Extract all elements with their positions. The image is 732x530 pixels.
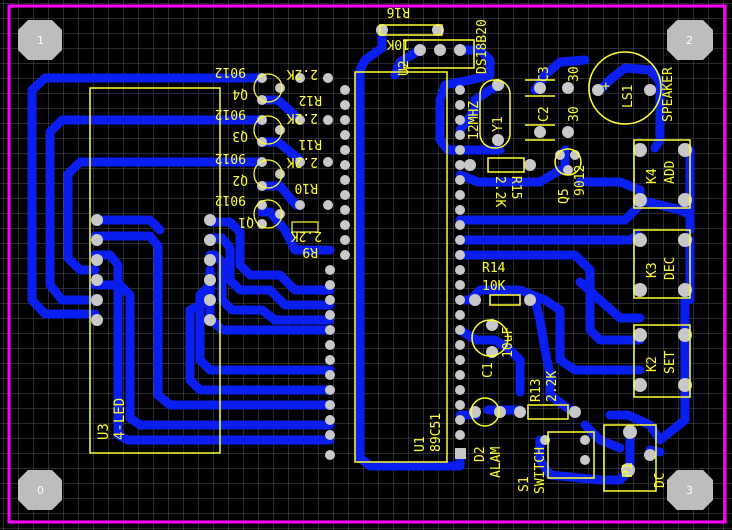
k3-value: DEC — [663, 257, 678, 280]
p1-ref: P1 — [621, 462, 636, 478]
mount-hole-label-1: 1 — [37, 34, 44, 47]
component-outlines — [379, 24, 691, 492]
q3-ref: Q3 — [232, 128, 248, 143]
s1-ref: S1 — [517, 476, 532, 492]
r15-ref: R15 — [508, 176, 523, 199]
ls1-ref: LS1 — [621, 85, 636, 108]
r16-ref: R16 — [387, 4, 410, 19]
q1-ref: Q1 — [238, 214, 254, 229]
c1-value: 10uF — [501, 327, 516, 358]
d2-value: ALAM — [489, 447, 504, 478]
y1-value: 12MHZ — [467, 101, 482, 140]
r14-ref: R14 — [482, 261, 506, 276]
ls1-plus: + — [602, 79, 610, 94]
r9-ref: R9 — [302, 244, 318, 259]
u1-ref: U1 — [413, 436, 428, 452]
silkscreen-labels: U3 4-LED U1 89C51 U2 DS18B20 R16 10K Y1 … — [96, 4, 678, 494]
transistor-outlines — [253, 73, 319, 233]
u2-value: DS18B20 — [475, 19, 490, 74]
copper-traces — [27, 28, 695, 485]
mount-hole-1 — [18, 20, 62, 60]
d2-ref: D2 — [473, 446, 488, 462]
r13-value: 2.2K — [545, 371, 560, 402]
u3-pads — [91, 214, 216, 326]
q3-value: 9012 — [215, 106, 246, 121]
q2-ref: Q2 — [232, 172, 248, 187]
k2-ref: K2 — [645, 356, 660, 372]
mount-hole-0 — [18, 470, 62, 510]
y1-ref: Y1 — [491, 116, 506, 132]
mount-hole-label-3: 3 — [686, 484, 693, 497]
u3-ref: U3 — [96, 423, 112, 440]
s1-value: SWITCH — [533, 447, 548, 494]
c3-ref: C3 — [537, 66, 552, 82]
k4-ref: K4 — [645, 168, 660, 184]
r11-ref: R11 — [299, 136, 322, 151]
u1-outline — [354, 71, 448, 463]
r10-ref: R10 — [295, 180, 318, 195]
q2-value: 9012 — [215, 150, 246, 165]
u1-value: 89C51 — [429, 413, 444, 452]
c2-value: 30 — [567, 106, 582, 122]
k2-value: SET — [663, 350, 678, 374]
p1-value: DC — [653, 472, 668, 488]
r14-value: 10K — [482, 279, 506, 294]
mount-hole-label-2: 2 — [686, 34, 693, 47]
u1-pads — [325, 85, 466, 460]
r12-ref: R12 — [299, 92, 322, 107]
r13-ref: R13 — [529, 379, 544, 402]
q5-value: 9012 — [573, 165, 588, 196]
q1-value: 9012 — [215, 192, 246, 207]
mount-holes: 1 2 0 3 — [18, 20, 713, 510]
r11-value: 2.2K — [287, 110, 318, 125]
k4-value: ADD — [663, 160, 678, 184]
c3-value: 30 — [567, 66, 582, 82]
r12-value: 2.2K — [287, 66, 318, 81]
q5-ref: Q5 — [557, 188, 572, 204]
c2-ref: C2 — [537, 106, 552, 122]
r15-value: 2.2K — [492, 176, 507, 207]
r10-value: 2.2K — [287, 154, 318, 169]
u2-ref: U2 — [397, 60, 412, 76]
mount-hole-2 — [667, 20, 713, 60]
u3-outline — [89, 87, 221, 454]
k3-ref: K3 — [645, 262, 660, 278]
u3-value: 4-LED — [112, 398, 128, 440]
r9-value: 2.2K — [291, 228, 322, 243]
q4-value: 9012 — [215, 64, 246, 79]
board-outline — [7, 4, 727, 524]
mount-hole-3 — [667, 470, 713, 510]
q4-ref: Q4 — [232, 86, 248, 101]
c1-ref: C1 — [481, 362, 496, 378]
left-small-pads — [257, 73, 333, 229]
ls1-value: SPEAKER — [661, 67, 676, 122]
mount-hole-label-0: 0 — [37, 484, 44, 497]
r16-value: 10K — [386, 36, 410, 51]
